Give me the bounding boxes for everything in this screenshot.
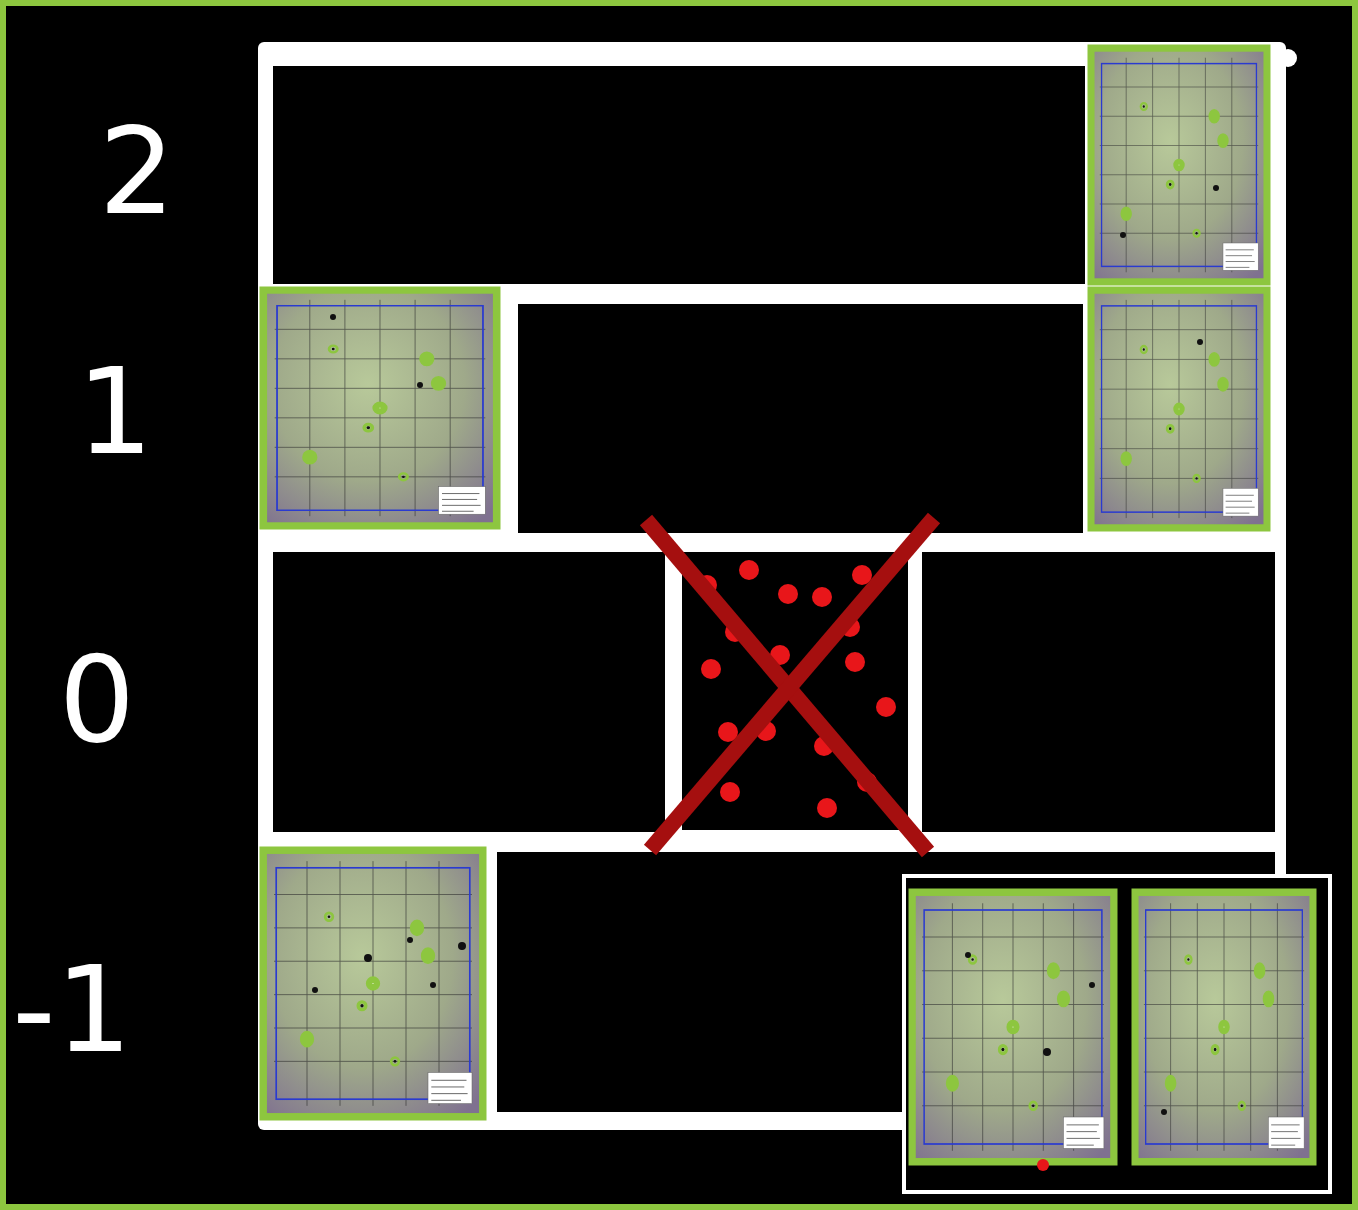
row-label: 2	[99, 112, 175, 232]
row-label: 1	[77, 352, 153, 472]
row-label: -1	[12, 950, 132, 1070]
row-label: 0	[59, 640, 135, 760]
